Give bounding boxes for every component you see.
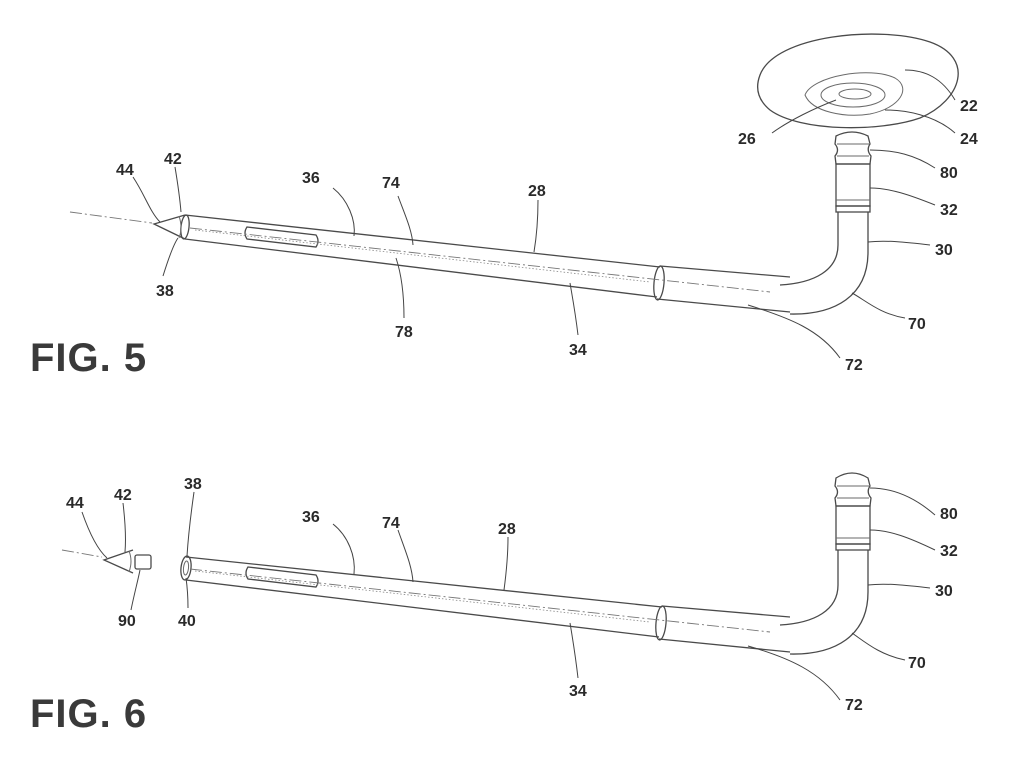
fig6-label-34: 34 — [569, 683, 587, 700]
fig5-label-22: 22 — [960, 98, 978, 115]
fig5-label-74: 74 — [382, 175, 400, 192]
fig6-tip — [104, 550, 151, 573]
fig5-label-78: 78 — [395, 324, 413, 341]
fig5-sleeve — [653, 266, 790, 312]
fig6-bent-tube — [780, 550, 868, 654]
fig5-label-44: 44 — [116, 162, 134, 179]
fig6-label-90: 90 — [118, 613, 136, 630]
fig6-drawing: 80 32 30 70 72 34 28 74 36 44 42 38 90 4… — [62, 473, 958, 714]
fig6-labels: 80 32 30 70 72 34 28 74 36 44 42 38 90 4… — [66, 476, 958, 714]
fig5-title: FIG. 5 — [30, 336, 147, 381]
fig6-label-28: 28 — [498, 521, 516, 538]
fig5-hidden-lines — [195, 230, 650, 282]
fig6-label-70: 70 — [908, 655, 926, 672]
fig5-label-26: 26 — [738, 131, 756, 148]
fig5-label-72: 72 — [845, 357, 863, 374]
fig6-title: FIG. 6 — [30, 692, 147, 737]
fig5-label-32: 32 — [940, 202, 958, 219]
fig5-pad — [758, 34, 959, 128]
fig6-leaders — [82, 488, 935, 700]
fig5-connector — [835, 132, 871, 212]
fig5-label-28: 28 — [528, 183, 546, 200]
fig5-label-30: 30 — [935, 242, 953, 259]
fig5-bent-tube — [780, 212, 868, 314]
fig5-label-24: 24 — [960, 131, 978, 148]
fig5-label-34: 34 — [569, 342, 587, 359]
fig6-label-74: 74 — [382, 515, 400, 532]
fig6-label-32: 32 — [940, 543, 958, 560]
fig6-label-36: 36 — [302, 509, 320, 526]
fig6-label-38: 38 — [184, 476, 202, 493]
fig5-label-38: 38 — [156, 283, 174, 300]
fig5-shaft — [180, 215, 660, 297]
fig5-label-36: 36 — [302, 170, 320, 187]
fig5-label-80: 80 — [940, 165, 958, 182]
fig6-shaft — [180, 556, 662, 637]
fig6-label-40: 40 — [178, 613, 196, 630]
fig5-axis — [70, 212, 770, 292]
fig6-axis — [62, 550, 770, 632]
fig6-label-30: 30 — [935, 583, 953, 600]
fig6-label-72: 72 — [845, 697, 863, 714]
fig5-label-70: 70 — [908, 316, 926, 333]
fig6-label-44: 44 — [66, 495, 84, 512]
fig6-sleeve — [655, 606, 790, 652]
fig5-drawing: 22 24 26 80 32 30 70 72 34 28 74 36 78 4… — [70, 34, 978, 374]
fig6-connector — [835, 473, 871, 550]
fig5-label-42: 42 — [164, 151, 182, 168]
fig5-leaders — [133, 70, 955, 358]
fig6-label-80: 80 — [940, 506, 958, 523]
fig6-hidden-lines — [195, 571, 650, 622]
fig6-label-42: 42 — [114, 487, 132, 504]
